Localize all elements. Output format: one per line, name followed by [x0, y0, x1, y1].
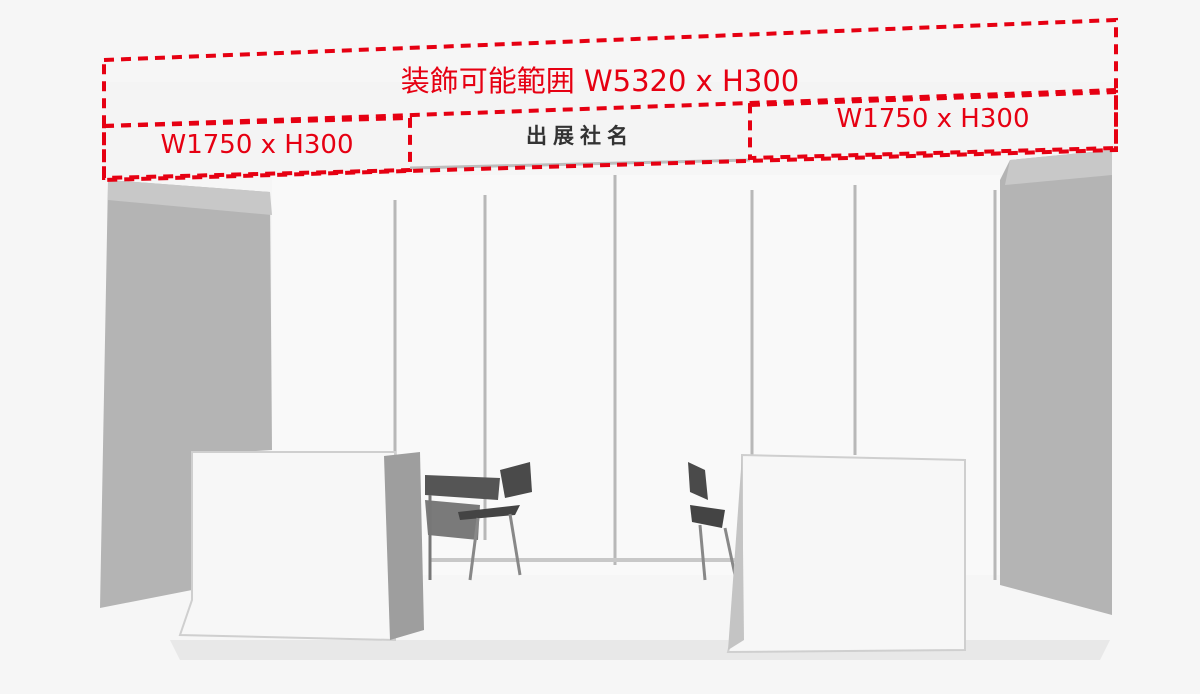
fascia-board — [104, 82, 1116, 178]
annotation-boxes — [102, 17, 1118, 183]
floor-shadow — [170, 640, 1110, 660]
left-side-wall-top — [108, 180, 272, 215]
table — [425, 475, 500, 580]
company-name-sign: 出展社名 — [526, 124, 634, 148]
back-wall-seams — [393, 175, 997, 580]
left-side-wall — [100, 180, 272, 608]
right-side-wall-top — [1005, 150, 1112, 185]
right-front-counter — [726, 453, 966, 654]
right-chair — [688, 462, 737, 581]
left-panel-box — [102, 115, 412, 181]
left-front-counter — [178, 451, 424, 642]
decoration-area-label: 装飾可能範囲 W5320 x H300 — [400, 64, 800, 98]
right-panel-box — [748, 89, 1118, 161]
left-chair — [458, 462, 532, 581]
right-panel-size-label: W1750 x H300 — [836, 104, 1030, 134]
right-side-wall — [1000, 150, 1112, 615]
left-panel-size-label: W1750 x H300 — [160, 130, 354, 160]
